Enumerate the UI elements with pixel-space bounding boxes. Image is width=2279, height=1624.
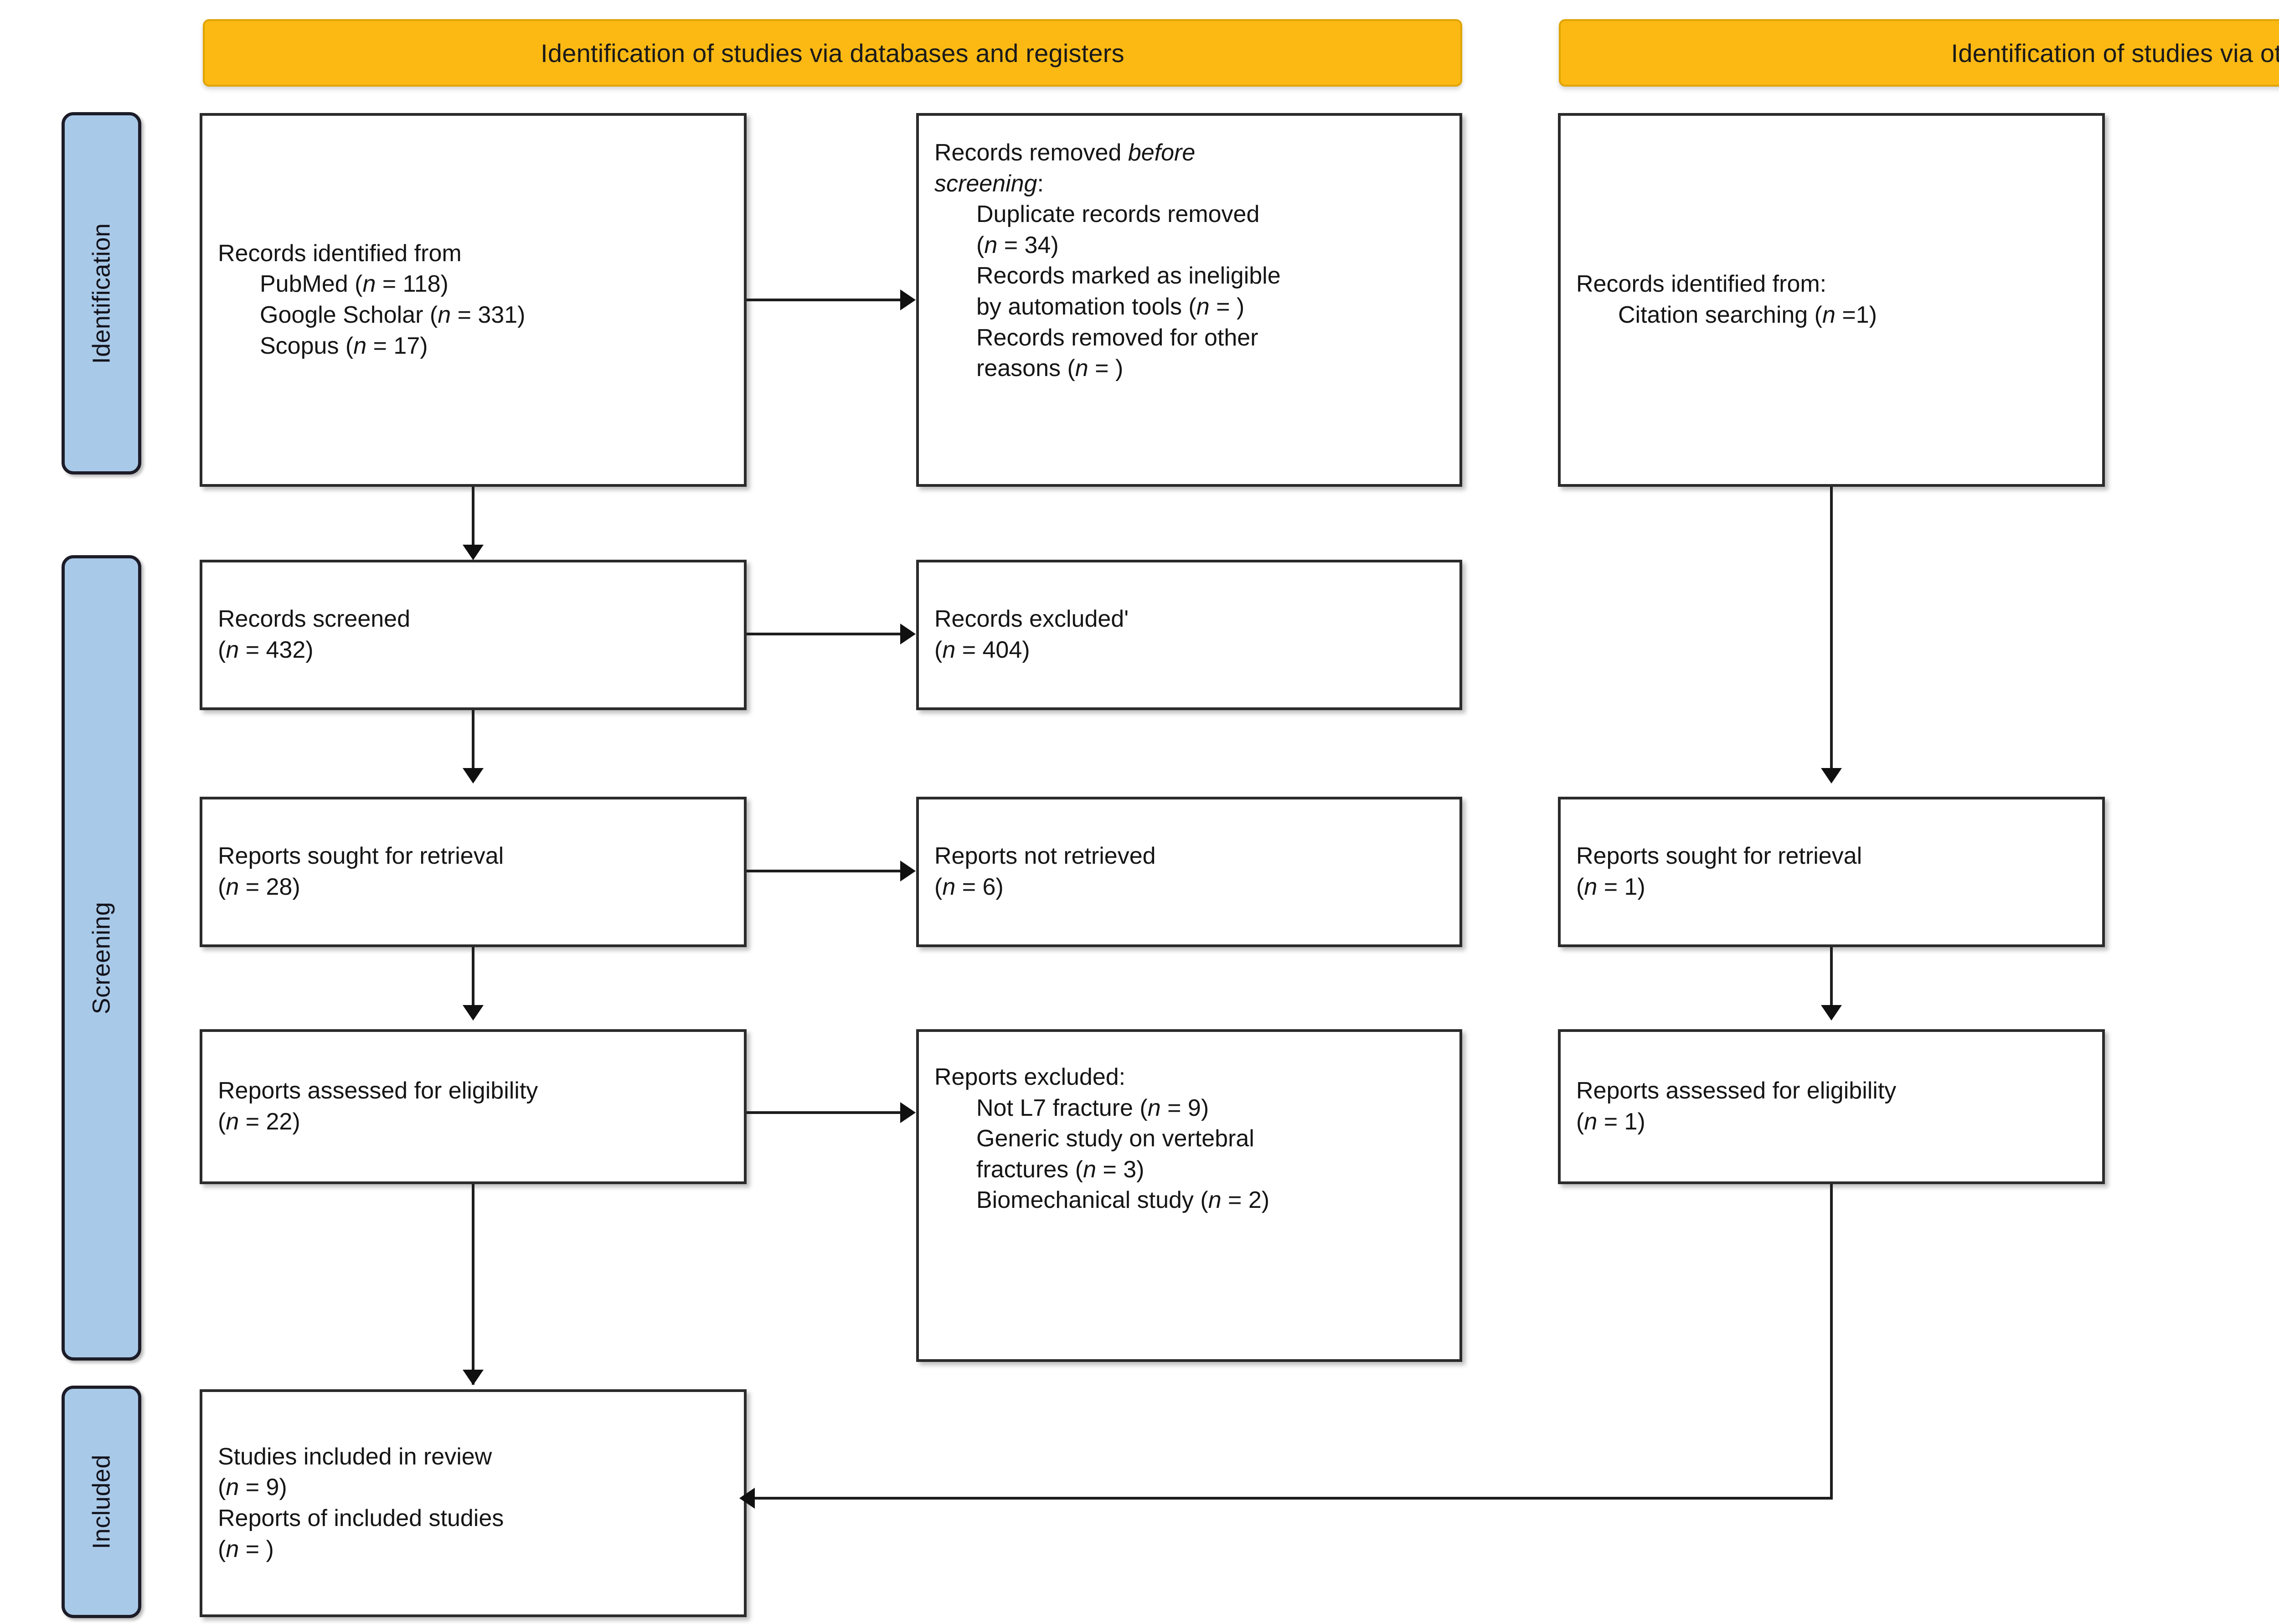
connector-assessed-to-included — [472, 1184, 474, 1385]
node-reports-not-retrieved-text: Reports not retrieved (n = 6) — [919, 841, 1459, 902]
connector-assessed-to-excluded — [747, 1111, 902, 1114]
node-studies-included-text: Studies included in review (n = 9) Repor… — [202, 1442, 744, 1565]
line: Reports not retrieved — [934, 843, 1156, 870]
node-other-reports-assessed-text: Reports assessed for eligibility (n = 1) — [1561, 1076, 2102, 1137]
arrowhead-screened-to-sought — [463, 768, 484, 784]
line: Citation searching (n =1) — [1618, 302, 1877, 328]
line: PubMed (n = 118) — [260, 271, 449, 298]
line: (n = 34) — [976, 232, 1059, 258]
line: Reports sought for retrieval — [1576, 843, 1862, 870]
line: Google Scholar (n = 331) — [260, 302, 526, 328]
line: (n = ) — [218, 1536, 274, 1562]
node-records-identified-text: Records identified from PubMed (n = 118)… — [202, 238, 744, 361]
line: Duplicate records removed — [976, 201, 1260, 228]
arrowhead-assessed-to-included — [463, 1370, 484, 1385]
line: (n = 404) — [934, 637, 1030, 663]
node-records-excluded-text: Records excluded' (n = 404) — [919, 604, 1459, 665]
node-other-records-identified: Records identified from: Citation search… — [1558, 113, 2105, 487]
node-reports-sought-text: Reports sought for retrieval (n = 28) — [202, 841, 744, 902]
stage-label-included-text: Included — [88, 1454, 115, 1549]
line: (n = 28) — [218, 874, 300, 900]
arrowhead-screened-to-excluded — [900, 624, 916, 644]
node-other-reports-sought-text: Reports sought for retrieval (n = 1) — [1561, 841, 2102, 902]
phase-bar-databases: Identification of studies via databases … — [203, 19, 1462, 87]
line: Reports of included studies — [218, 1505, 504, 1531]
node-reports-assessed-text: Reports assessed for eligibility (n = 22… — [202, 1076, 744, 1137]
line: Records excluded' — [934, 606, 1129, 633]
line: (n = 22) — [218, 1108, 300, 1135]
stage-label-identification-text: Identification — [88, 223, 115, 364]
line: screening: — [934, 170, 1044, 197]
node-other-reports-sought-for-retrieval: Reports sought for retrieval (n = 1) — [1558, 797, 2105, 947]
arrowhead-other-assessed-to-included — [739, 1488, 755, 1509]
arrowhead-sought-to-not-retrieved — [900, 861, 916, 882]
line: Biomechanical study (n = 2) — [976, 1187, 1270, 1214]
connector-sought-to-assessed — [472, 947, 474, 1016]
line: Reports excluded: — [934, 1064, 1126, 1090]
phase-bar-other-methods-label: Identification of studies via other meth… — [1951, 38, 2279, 67]
stage-label-identification: Identification — [62, 112, 141, 474]
phase-bar-databases-label: Identification of studies via databases … — [541, 38, 1124, 67]
node-other-reports-assessed-for-eligibility: Reports assessed for eligibility (n = 1) — [1558, 1029, 2105, 1184]
line: Studies included in review — [218, 1443, 492, 1470]
node-reports-sought-for-retrieval: Reports sought for retrieval (n = 28) — [200, 797, 747, 947]
line: (n = 6) — [934, 874, 1004, 900]
connector-other-identified-to-sought — [1830, 487, 1833, 778]
node-reports-excluded-text: Reports excluded: Not L7 fracture (n = 9… — [919, 1032, 1459, 1216]
node-records-identified: Records identified from PubMed (n = 118)… — [200, 113, 747, 487]
line: Records marked as ineligible — [976, 263, 1281, 289]
stage-label-included: Included — [62, 1386, 141, 1618]
node-studies-included-in-review: Studies included in review (n = 9) Repor… — [200, 1389, 747, 1617]
connector-other-assessed-to-included — [754, 1497, 1833, 1500]
line: Reports sought for retrieval — [218, 843, 504, 870]
arrowhead-sought-to-assessed — [463, 1005, 484, 1021]
line: (n = 9) — [218, 1474, 287, 1501]
phase-bar-other-methods: Identification of studies via other meth… — [1559, 19, 2279, 87]
arrowhead-other-identified-to-sought — [1821, 768, 1842, 784]
line: Generic study on vertebral — [976, 1125, 1254, 1152]
line: Records removed before — [934, 139, 1196, 166]
arrowhead-identified-to-removed — [900, 289, 916, 310]
line: fractures (n = 3) — [976, 1156, 1145, 1183]
connector-screened-to-excluded — [747, 633, 902, 635]
connector-other-assessed-down — [1830, 1184, 1833, 1500]
connector-sought-to-not-retrieved — [747, 870, 902, 872]
node-reports-assessed-for-eligibility: Reports assessed for eligibility (n = 22… — [200, 1029, 747, 1184]
line: Records removed for other — [976, 324, 1258, 351]
line: Scopus (n = 17) — [260, 332, 428, 359]
node-other-records-identified-text: Records identified from: Citation search… — [1561, 269, 2102, 330]
node-records-removed-text: Records removed before screening: Duplic… — [919, 116, 1459, 384]
connector-identified-to-removed — [747, 299, 902, 301]
line: (n = 1) — [1576, 874, 1645, 900]
connector-identified-to-screened — [472, 487, 474, 555]
arrowhead-identified-to-screened — [463, 545, 484, 560]
node-records-screened: Records screened (n = 432) — [200, 560, 747, 710]
connector-other-sought-to-assessed — [1830, 947, 1833, 1016]
line: (n = 432) — [218, 637, 314, 663]
node-records-removed-before-screening: Records removed before screening: Duplic… — [916, 113, 1462, 487]
line: by automation tools (n = ) — [976, 293, 1245, 320]
node-reports-excluded: Reports excluded: Not L7 fracture (n = 9… — [916, 1029, 1462, 1362]
line: Records identified from: — [1576, 271, 1827, 298]
node-records-excluded: Records excluded' (n = 404) — [916, 560, 1462, 710]
line: Records identified from — [218, 240, 462, 267]
arrowhead-other-sought-to-assessed — [1821, 1005, 1842, 1021]
connector-screened-to-sought — [472, 710, 474, 778]
node-records-screened-text: Records screened (n = 432) — [202, 604, 744, 665]
line: reasons (n = ) — [976, 355, 1124, 382]
arrowhead-assessed-to-excluded — [900, 1102, 916, 1123]
stage-label-screening-text: Screening — [88, 902, 115, 1014]
line: Reports assessed for eligibility — [1576, 1078, 1897, 1104]
line: (n = 1) — [1576, 1108, 1645, 1135]
node-reports-not-retrieved: Reports not retrieved (n = 6) — [916, 797, 1462, 947]
line: Records screened — [218, 606, 410, 633]
line: Not L7 fracture (n = 9) — [976, 1094, 1209, 1121]
line: Reports assessed for eligibility — [218, 1078, 538, 1104]
stage-label-screening: Screening — [62, 555, 141, 1361]
